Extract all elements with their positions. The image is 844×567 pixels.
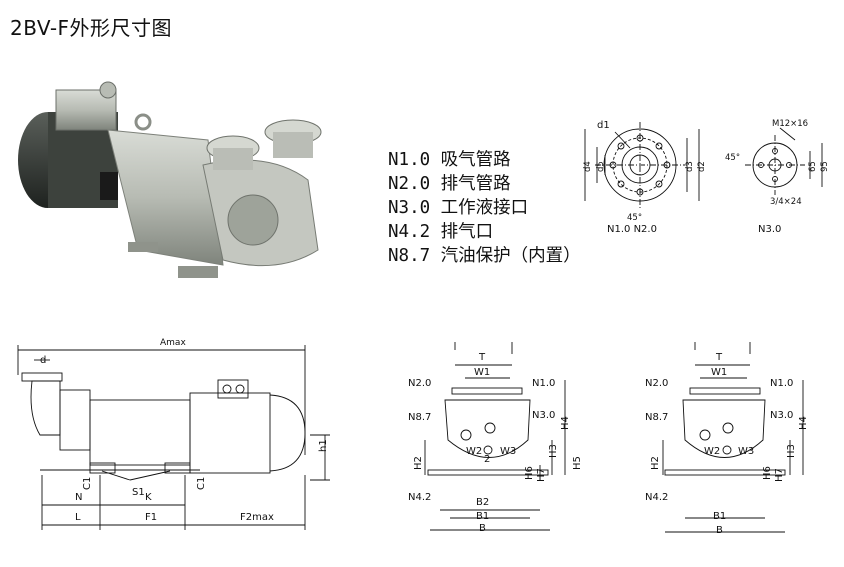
label-c1-b: C1: [196, 476, 207, 490]
label-angle-left: 45°: [627, 213, 642, 223]
ev2-label-n87: N8.7: [645, 412, 669, 423]
legend-item-n3: N3.0 工作液接口: [388, 198, 529, 218]
side-view: [17, 345, 330, 530]
label-d5: d5: [596, 161, 606, 172]
label-d4: d4: [583, 161, 593, 172]
ev2-label-w2: W2: [704, 446, 721, 457]
label-d3: d3: [685, 161, 695, 172]
ev2-label-h2: H2: [650, 456, 661, 470]
ev1-label-w2: W2: [466, 446, 483, 457]
ev2-label-b: B: [716, 525, 723, 536]
ev1-label-n3: N3.0: [532, 410, 556, 421]
label-f1: F1: [145, 512, 158, 523]
flange-n1-n2: [584, 122, 700, 208]
legend-item-n87: N8.7 汽油保护（内置）: [388, 246, 581, 266]
flange-views: d1 d4 d5 d3 d2 45° N1.0 N2.0 M12×16 45° …: [583, 119, 830, 235]
ev2-label-h3: H3: [786, 444, 797, 458]
label-k: K: [145, 492, 152, 503]
ev2-label-t: T: [716, 352, 723, 363]
label-95: 95: [820, 161, 830, 172]
ev1-label-h2: H2: [413, 456, 424, 470]
ev1-label-n42: N4.2: [408, 492, 432, 503]
label-amax: Amax: [160, 338, 186, 348]
legend-item-n4: N4.2 排气口: [388, 222, 494, 242]
ev2-label-n3: N3.0: [770, 410, 794, 421]
ev1-label-h7: H7: [536, 468, 547, 482]
end-view-2: [662, 342, 804, 533]
ev2-label-n42: N4.2: [645, 492, 669, 503]
label-thread: 3/4×24: [770, 197, 802, 207]
ev1-label-b1: B1: [476, 511, 490, 522]
label-65: 65: [808, 161, 818, 172]
legend: N1.0 吸气管路 N2.0 排气管路 N3.0 工作液接口 N4.2 排气口 …: [388, 148, 581, 268]
caption-n1-n2: N1.0 N2.0: [607, 224, 657, 235]
label-l: L: [75, 512, 81, 523]
page-title: 2BV-F外形尺寸图: [10, 16, 173, 40]
label-d2: d2: [697, 161, 707, 172]
label-f2max: F2max: [240, 512, 274, 523]
ev2-label-h4: H4: [798, 416, 809, 430]
ev2-label-w3: W3: [738, 446, 755, 457]
ev2-label-w1: W1: [711, 367, 728, 378]
flange-n3: [745, 127, 823, 195]
pump-photo: [18, 81, 322, 278]
ev2-label-h6: H6: [762, 466, 773, 480]
ev2-label-n1: N1.0: [770, 378, 794, 389]
ev1-label-n87: N8.7: [408, 412, 432, 423]
ev2-label-n2: N2.0: [645, 378, 669, 389]
label-angle-right: 45°: [725, 153, 740, 163]
label-d: d: [40, 355, 47, 366]
ev1-label-t: T: [479, 352, 486, 363]
label-d1: d1: [597, 120, 610, 131]
label-c1-a: C1: [82, 476, 93, 490]
ev1-label-h4: H4: [560, 416, 571, 430]
ev1-label-w1: W1: [474, 367, 491, 378]
ev1-label-h6: H6: [524, 466, 535, 480]
caption-n3: N3.0: [758, 224, 781, 235]
ev1-label-2: 2: [484, 454, 491, 465]
ev1-label-n1: N1.0: [532, 378, 556, 389]
label-n: N: [75, 492, 83, 503]
ev2-label-h7: H7: [774, 468, 785, 482]
ev1-label-b2: B2: [476, 497, 490, 508]
ev1-label-n2: N2.0: [408, 378, 432, 389]
ev1-label-b: B: [479, 523, 486, 534]
label-bolt: M12×16: [772, 119, 808, 129]
ev1-label-h5: H5: [572, 456, 583, 470]
label-h1: h1: [318, 439, 329, 452]
ev1-label-w3: W3: [500, 446, 517, 457]
label-s1: S1: [132, 487, 145, 498]
ev1-label-h3: H3: [548, 444, 559, 458]
end-view-1: [424, 342, 566, 531]
legend-item-n1: N1.0 吸气管路: [388, 150, 511, 170]
ev2-label-b1: B1: [713, 511, 727, 522]
legend-item-n2: N2.0 排气管路: [388, 174, 511, 194]
